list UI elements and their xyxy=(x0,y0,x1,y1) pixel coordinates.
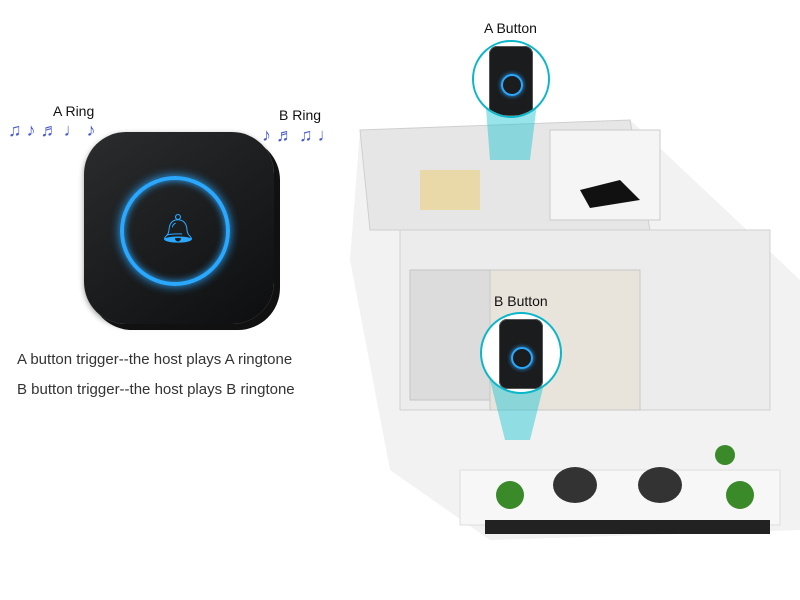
caption-a: A button trigger--the host plays A ringt… xyxy=(17,351,293,368)
b-button-callout xyxy=(480,312,562,394)
a-ring-label: A Ring xyxy=(53,103,95,119)
bell-icon xyxy=(501,74,523,96)
music-notes-left-icon: ♫ ♪ ♬ ♩ ♪ xyxy=(8,120,96,140)
caption-b: B button trigger--the host plays B ringt… xyxy=(17,381,295,398)
b-button-label: B Button xyxy=(494,293,548,309)
a-button-label: A Button xyxy=(484,20,537,36)
a-button-callout xyxy=(472,40,550,118)
b-ring-label: B Ring xyxy=(279,107,322,123)
b-button-device xyxy=(499,319,543,389)
music-notes-right-icon: ♪ ♬ ♫ ♩ xyxy=(262,125,336,145)
bell-icon xyxy=(511,347,533,369)
light-ring xyxy=(120,176,230,286)
bell-icon: 🔔︎ xyxy=(160,213,196,244)
a-button-device xyxy=(489,46,533,116)
doorbell-receiver: 🔔︎ xyxy=(84,132,274,324)
